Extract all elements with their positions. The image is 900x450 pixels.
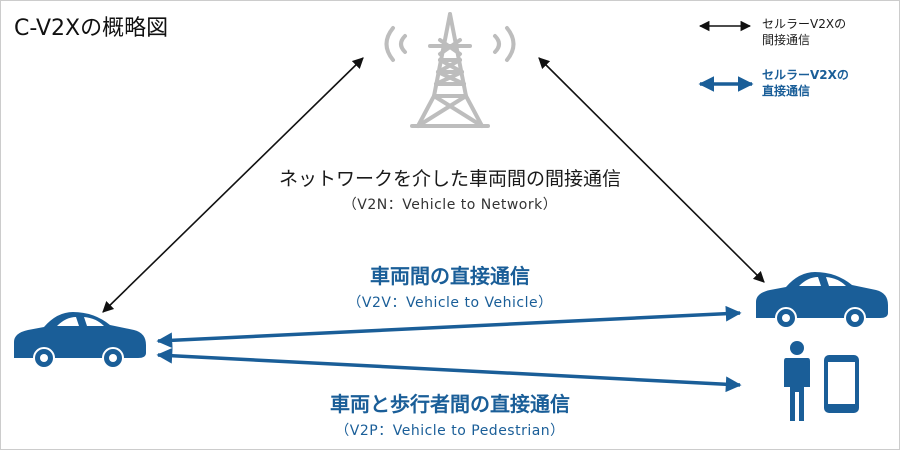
smartphone-icon: [824, 355, 859, 413]
legend-indirect: セルラーV2Xの 間接通信: [762, 16, 846, 48]
cell-tower-icon: [384, 12, 516, 128]
legend-direct-line1: セルラーV2Xの: [762, 68, 849, 82]
v2v-label: 車両間の直接通信: [370, 264, 530, 288]
diagram-title: C-V2Xの概略図: [14, 16, 169, 41]
v2v-arrow: [156, 305, 742, 349]
legend-indirect-line2: 間接通信: [762, 33, 811, 47]
pedestrian-icon: [784, 341, 810, 421]
legend-direct-line2: 直接通信: [762, 84, 811, 98]
v2n-arrow-right: [538, 57, 765, 283]
v2p-label: 車両と歩行者間の直接通信: [330, 392, 570, 416]
legend-indirect-line1: セルラーV2Xの: [762, 17, 847, 31]
v2n-label: ネットワークを介した車両間の間接通信: [278, 168, 621, 190]
car-left-icon: [14, 312, 146, 369]
legend-direct: セルラーV2Xの 直接通信: [762, 67, 849, 99]
v2n-sublabel: （V2N：Vehicle to Network）: [342, 197, 558, 213]
v2p-arrow: [156, 347, 742, 393]
v2v-sublabel: （V2V：Vehicle to Vehicle）: [347, 295, 553, 311]
car-right-icon: [756, 272, 888, 329]
v2n-arrow-left: [102, 57, 364, 313]
v2p-sublabel: （V2P：Vehicle to Pedestrian）: [335, 423, 565, 439]
